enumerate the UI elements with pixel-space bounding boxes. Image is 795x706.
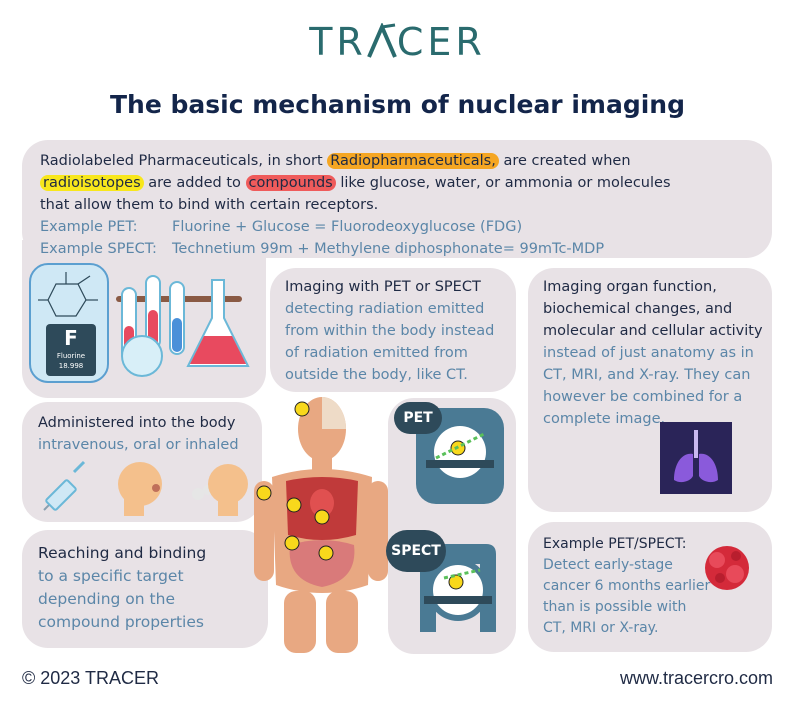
pet-badge: PET xyxy=(394,402,442,434)
lab-illustration xyxy=(29,263,109,383)
imaging-body: detecting radiation emitted from within … xyxy=(285,301,495,383)
human-anatomy-illustration xyxy=(254,397,388,653)
reaching-panel xyxy=(22,530,268,648)
intro-line1-a: Radiolabeled Pharmaceuticals, in short xyxy=(40,153,328,169)
example-spect-value: Technetium 99m + Methylene diphosphonate… xyxy=(172,241,605,257)
lungs-scan-icon xyxy=(660,422,732,494)
tracer-logo: TR CER xyxy=(0,20,795,64)
fluorine-name: Fluorine xyxy=(56,352,86,360)
logo-text-right: CER xyxy=(396,20,486,64)
page-title: The basic mechanism of nuclear imaging xyxy=(110,90,685,119)
syringe-icon xyxy=(43,460,86,511)
reaching-heading: Reaching and binding xyxy=(38,544,207,562)
logo-lambda-icon xyxy=(366,23,397,58)
example-spect-row: Example SPECT: Technetium 99m + Methylene… xyxy=(40,238,760,260)
intro-line2-b: like glucose, water, or ammonia or molec… xyxy=(335,175,671,191)
intro-line1-b: are created when xyxy=(498,153,631,169)
intro-line-1: Radiolabeled Pharmaceuticals, in short R… xyxy=(40,150,760,172)
spect-scanner-icon xyxy=(420,544,496,632)
website-link[interactable]: www.tracercro.com xyxy=(619,668,773,688)
highlight-radiopharmaceuticals: Radiopharmaceuticals, xyxy=(327,153,499,169)
fluorine-mass: 18.998 xyxy=(58,362,84,370)
organ-body: instead of just anatomy as in CT, MRI, a… xyxy=(543,345,754,427)
radioactive-marker-icons xyxy=(256,401,334,561)
test-tubes-icon xyxy=(116,275,250,377)
imaging-panel xyxy=(270,268,516,392)
example-body: Detect early-stage cancer 6 months earli… xyxy=(543,557,711,636)
highlight-compounds: compounds xyxy=(245,175,336,191)
fluorine-symbol: F xyxy=(64,326,78,350)
inhale-icon xyxy=(192,464,248,516)
pet-scanner-icon xyxy=(416,408,504,504)
reaching-body: to a specific target depending on the co… xyxy=(38,567,204,631)
intro-text: Radiolabeled Pharmaceuticals, in short R… xyxy=(40,150,760,260)
intro-line2-a: are added to xyxy=(143,175,246,191)
imaging-heading: Imaging with PET or SPECT xyxy=(285,279,481,295)
intro-line-2: radioisotopes are added to compounds lik… xyxy=(40,172,760,194)
example-pet-row: Example PET: Fluorine + Glucose = Fluorod… xyxy=(40,216,760,238)
tumor-cell-icon xyxy=(705,546,749,590)
reaching-text: Reaching and binding to a specific targe… xyxy=(38,542,248,634)
example-spect-label: Example SPECT: xyxy=(40,241,157,257)
organ-text: Imaging organ function, biochemical chan… xyxy=(543,276,763,430)
logo-text-left: TR xyxy=(309,20,367,64)
organ-heading: Imaging organ function, biochemical chan… xyxy=(543,279,763,339)
example-heading: Example PET/SPECT: xyxy=(543,536,687,552)
fluorine-element-card xyxy=(46,324,96,376)
intro-line-3: that allow them to bind with certain rec… xyxy=(40,197,379,213)
administered-heading: Administered into the body xyxy=(38,415,236,431)
imaging-text: Imaging with PET or SPECT detecting radi… xyxy=(285,276,509,386)
example-pet-value: Fluorine + Glucose = Fluorodeoxyglucose … xyxy=(172,219,523,235)
glucose-molecule-icon xyxy=(38,272,98,317)
example-text: Example PET/SPECT: Detect early-stage ca… xyxy=(543,534,713,639)
administered-text: Administered into the body intravenous, … xyxy=(38,412,260,456)
copyright-text: © 2023 TRACER xyxy=(22,668,159,688)
mouth-intake-icon xyxy=(118,462,162,516)
administration-icons xyxy=(43,460,248,516)
highlight-radioisotopes: radioisotopes xyxy=(40,175,144,191)
administered-body: intravenous, oral or inhaled xyxy=(38,437,239,453)
spect-badge: SPECT xyxy=(386,530,446,572)
example-pet-label: Example PET: xyxy=(40,219,138,235)
